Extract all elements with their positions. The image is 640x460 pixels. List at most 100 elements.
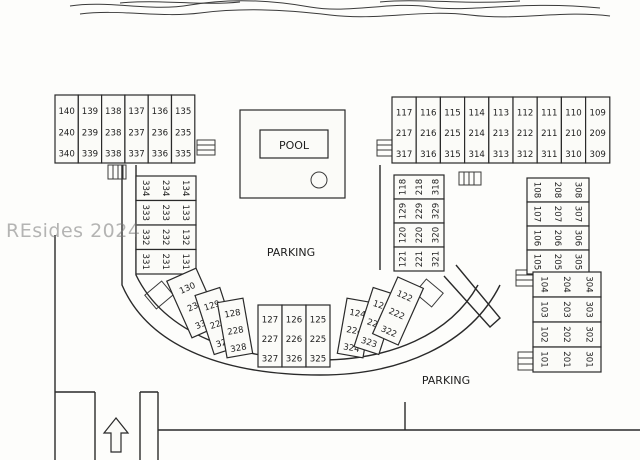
- unit-outline: [135, 175, 197, 202]
- unit-number: 238: [105, 128, 121, 138]
- unit-number: 136: [152, 107, 168, 117]
- unit-number: 129: [398, 203, 408, 219]
- unit-outline: [135, 199, 197, 226]
- unit-number: 205: [552, 254, 562, 270]
- unit-number: 316: [420, 150, 436, 160]
- unit-number: 225: [310, 335, 326, 345]
- unit-number: 202: [561, 326, 571, 342]
- unit-number: 128: [224, 308, 242, 321]
- unit-number: 115: [444, 109, 460, 119]
- unit-number: 114: [468, 109, 484, 119]
- unit-number: 118: [398, 179, 408, 195]
- unit-number: 320: [432, 227, 442, 243]
- pool-label: POOL: [279, 139, 310, 152]
- unit-number: 328: [230, 342, 248, 355]
- unit-number: 139: [82, 107, 98, 117]
- unit-number: 308: [573, 182, 583, 198]
- unit-number: 229: [415, 203, 425, 219]
- unit-number: 135: [175, 107, 191, 117]
- unit-number: 221: [415, 251, 425, 267]
- unit-number: 201: [561, 351, 571, 367]
- unit-number: 305: [573, 254, 583, 270]
- unit-number: 125: [310, 316, 326, 326]
- unit-number: 215: [444, 129, 460, 139]
- unit-outline: [464, 96, 490, 164]
- unit-number: 301: [584, 351, 594, 367]
- unit-outline: [135, 224, 197, 251]
- unit-number: 140: [58, 107, 74, 117]
- unit-outline: [216, 297, 254, 359]
- unit-cell: 118 218 318: [393, 174, 445, 200]
- unit-number: 220: [415, 227, 425, 243]
- unit-number: 127: [262, 316, 278, 326]
- unit-number: 216: [420, 129, 436, 139]
- unit-number: 137: [128, 107, 144, 117]
- unit-number: 212: [517, 129, 533, 139]
- unit-number: 214: [468, 129, 484, 139]
- unit-cell: 114 214 314: [464, 96, 490, 164]
- unit-number: 240: [58, 128, 74, 138]
- unit-outline: [439, 96, 466, 164]
- unit-number: 233: [160, 205, 170, 221]
- unit-number: 134: [180, 180, 190, 196]
- unit-number: 208: [552, 182, 562, 198]
- parking-label-top: PARKING: [267, 246, 315, 259]
- unit-number: 318: [432, 179, 442, 195]
- unit-outline: [532, 296, 602, 323]
- unit-number: 336: [152, 150, 168, 160]
- unit-number: 331: [140, 254, 150, 270]
- unit-number: 109: [589, 109, 605, 119]
- unit-number: 234: [160, 180, 170, 196]
- unit-number: 321: [432, 251, 442, 267]
- unit-outline: [393, 222, 445, 248]
- unit-number: 101: [538, 351, 548, 367]
- entrance-arrow-icon: [102, 417, 130, 453]
- unit-number: 124: [348, 308, 366, 321]
- unit-cell: 101 201 301: [532, 346, 602, 373]
- unit-number: 231: [160, 254, 170, 270]
- unit-number: 133: [180, 205, 190, 221]
- unit-number: 327: [262, 354, 278, 364]
- unit-number: 317: [396, 150, 412, 160]
- unit-outline: [536, 96, 563, 164]
- unit-number: 106: [531, 230, 541, 246]
- unit-number: 102: [538, 326, 548, 342]
- unit-number: 315: [444, 150, 460, 160]
- unit-number: 303: [584, 301, 594, 317]
- unit-outline: [532, 321, 602, 348]
- access-road: [54, 235, 640, 460]
- unit-number: 306: [573, 230, 583, 246]
- watermark: REsides 2024: [6, 220, 141, 242]
- building-top-right: 1172173171162163161152153151142143141132…: [391, 96, 611, 164]
- unit-number: 338: [105, 150, 121, 160]
- unit-number: 126: [286, 316, 302, 326]
- unit-number: 235: [175, 128, 191, 138]
- unit-cell: 127 227 327: [257, 304, 283, 368]
- unit-number: 310: [565, 150, 581, 160]
- unit-number: 132: [180, 229, 190, 245]
- unit-outline: [532, 346, 602, 373]
- unit-number: 314: [468, 150, 484, 160]
- unit-number: 227: [262, 335, 278, 345]
- unit-number: 218: [415, 179, 425, 195]
